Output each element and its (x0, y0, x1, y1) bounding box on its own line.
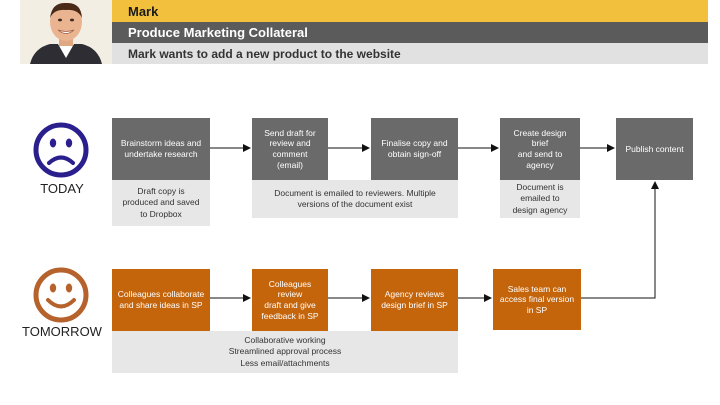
tomorrow-step-sales-access: Sales team can access final version in S… (493, 269, 581, 330)
header-title-band: Produce Marketing Collateral (112, 22, 708, 43)
today-step-finalise: Finalise copy and obtain sign-off (371, 118, 458, 180)
tomorrow-step-agency-review: Agency reviews design brief in SP (371, 269, 458, 331)
today-step-brainstorm: Brainstorm ideas and undertake research (112, 118, 210, 180)
today-step-send-draft: Send draft for review and comment (email… (252, 118, 328, 180)
today-note-email-reviewers: Document is emailed to reviewers. Multip… (252, 180, 458, 218)
today-note-email-agency: Document is emailed to design agency (500, 180, 580, 218)
tomorrow-label: TOMORROW (22, 324, 102, 339)
header-name-band: Mark (112, 0, 708, 22)
today-note-dropbox: Draft copy is produced and saved to Drop… (112, 180, 210, 226)
header-subtitle-band: Mark wants to add a new product to the w… (112, 43, 708, 64)
arrow-tomorrow-to-publish (581, 181, 659, 299)
page-title: Produce Marketing Collateral (128, 25, 308, 40)
today-step-design-brief: Create design brief and send to agency (500, 118, 580, 180)
tomorrow-step-review: Colleagues review draft and give feedbac… (252, 269, 328, 331)
avatar-photo (20, 0, 112, 64)
tomorrow-benefits-note: Collaborative working Streamlined approv… (112, 331, 458, 373)
happy-face-icon (33, 267, 89, 323)
sad-face-icon (33, 122, 89, 178)
page-subtitle: Mark wants to add a new product to the w… (128, 46, 401, 61)
person-name: Mark (128, 3, 159, 19)
tomorrow-step-collaborate: Colleagues collaborate and share ideas i… (112, 269, 210, 331)
step-publish-content: Publish content (616, 118, 693, 180)
today-label: TODAY (40, 181, 84, 196)
avatar (20, 0, 112, 64)
